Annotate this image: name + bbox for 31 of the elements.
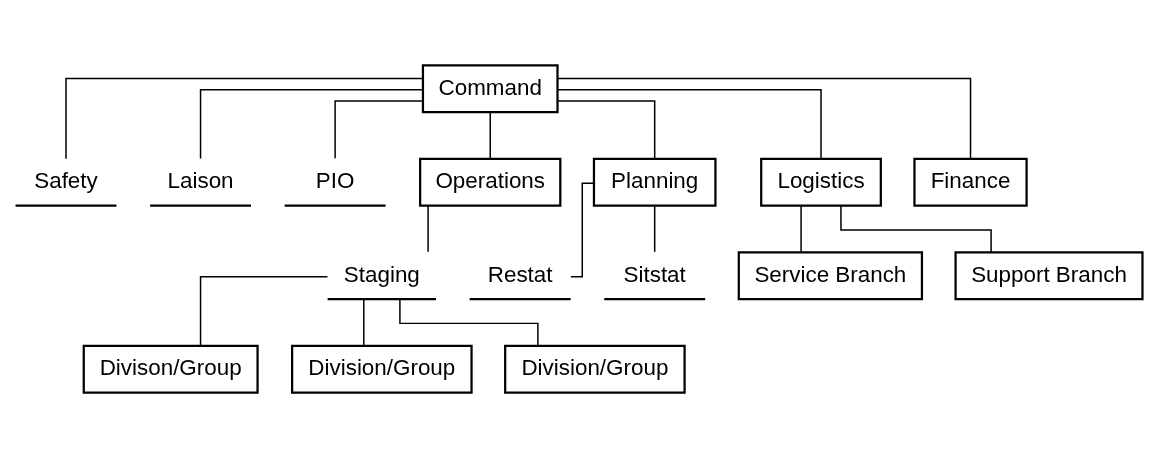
connector (840, 204, 992, 253)
connector (399, 298, 539, 346)
connector (334, 99, 424, 159)
node-text: Sitstat (623, 261, 686, 287)
node-box: Service Branch (737, 250, 924, 300)
node-text: Safety (34, 167, 98, 193)
node-box: Divison/Group (82, 344, 259, 394)
connector (557, 88, 822, 159)
node-text: Restat (487, 261, 553, 287)
node-text: Laison (167, 167, 234, 193)
node-text: PIO (315, 167, 355, 193)
connector (65, 77, 424, 159)
node-box: Command (421, 63, 559, 113)
node-box: Support Branch (954, 250, 1144, 300)
connector (653, 204, 656, 253)
connector (570, 181, 595, 277)
node-box: Logistics (760, 157, 882, 207)
connector (489, 111, 491, 159)
connector (556, 77, 972, 159)
node-text: Staging (343, 261, 420, 287)
connector (199, 88, 424, 159)
node-box: Operations (419, 157, 562, 207)
connector (427, 204, 429, 253)
node-box: Finance (913, 157, 1028, 207)
node-box: Division/Group (504, 344, 686, 394)
node-box: Planning (592, 157, 717, 207)
connector (800, 204, 802, 253)
connector (199, 275, 329, 346)
connector (556, 99, 656, 159)
node-box: Division/Group (291, 344, 473, 394)
connector (363, 298, 365, 346)
